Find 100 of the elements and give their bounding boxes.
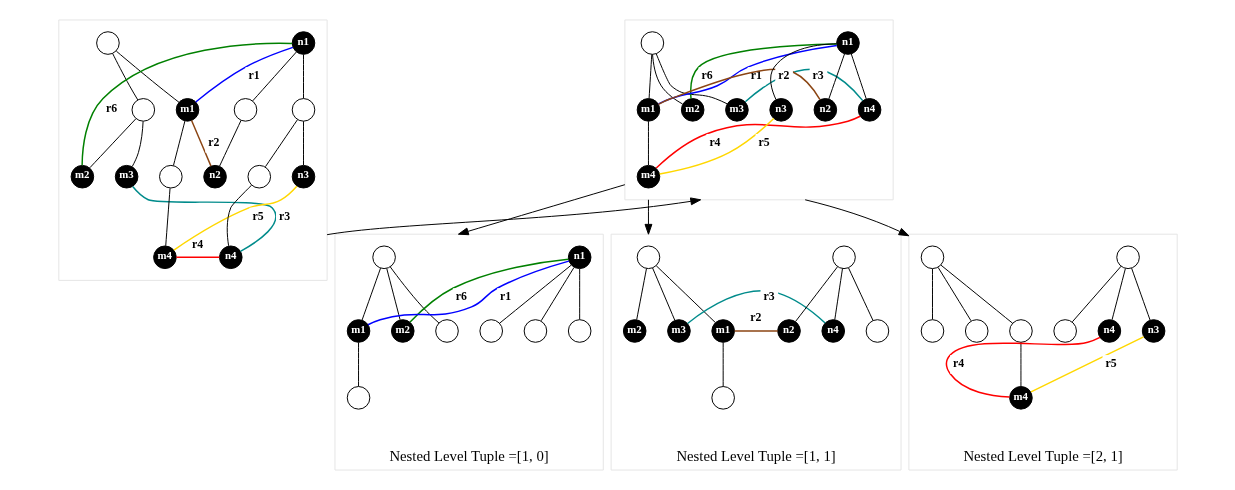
connector [361, 267, 381, 321]
cluster [57, 19, 328, 281]
connector [389, 266, 439, 324]
node-circle: n3 [768, 98, 793, 122]
edge-label: r6 [105, 101, 117, 116]
node-circle [95, 31, 120, 55]
node-circle [920, 245, 944, 270]
connector [357, 341, 359, 387]
arrow [326, 197, 701, 236]
connector [769, 43, 837, 101]
node-circle [1115, 245, 1140, 270]
connector [190, 119, 212, 167]
connector [302, 53, 304, 99]
node-circle: n4 [218, 245, 243, 270]
edge-label: r1 [247, 68, 260, 83]
node-circle [131, 98, 155, 122]
connector [651, 267, 675, 321]
node-circle: m4 [636, 164, 660, 189]
arrow [644, 199, 652, 235]
node-circle [1052, 319, 1077, 343]
connector [226, 184, 252, 247]
node-circle [523, 319, 547, 343]
connector [80, 42, 293, 166]
connector [833, 268, 843, 321]
cluster [623, 19, 894, 201]
connector [655, 115, 861, 169]
edge-label: r5 [758, 134, 770, 149]
node-circle: m2 [70, 164, 94, 189]
node-circle: m1 [710, 319, 735, 343]
edge-label: r5 [1104, 355, 1117, 370]
edge-label: r2 [749, 310, 761, 325]
node-circle: m1 [636, 98, 660, 122]
node-circle [434, 319, 459, 343]
node-circle: m4 [1008, 386, 1033, 410]
node-circle: n4 [1097, 319, 1121, 343]
edge-label: r4 [708, 134, 721, 149]
node-circle [920, 319, 944, 343]
edge-label: r4 [952, 355, 964, 370]
node-circle: n1 [835, 31, 860, 55]
connector [172, 120, 185, 166]
node-circle [865, 319, 889, 343]
connector [164, 187, 171, 247]
connector [194, 46, 294, 103]
node-circle [710, 386, 735, 410]
connector [657, 44, 838, 105]
node-circle: m3 [724, 98, 749, 122]
connector [1111, 268, 1126, 321]
edge-label: r2 [207, 134, 219, 149]
node-circle: n1 [567, 245, 591, 270]
connector [647, 120, 649, 166]
connector [264, 119, 298, 168]
connector [175, 256, 220, 258]
connector [1130, 267, 1151, 321]
node-circle: m2 [390, 319, 415, 343]
connector [635, 268, 647, 321]
connector [218, 119, 241, 167]
node-circle: m4 [152, 245, 177, 270]
edge-label: r2 [777, 68, 789, 83]
node-circle: n2 [202, 164, 227, 189]
connector [302, 120, 304, 166]
connector [655, 53, 727, 105]
node-circle: n2 [776, 319, 801, 343]
edge-label: r3 [278, 208, 290, 223]
connector [733, 330, 778, 332]
node-circle [567, 319, 591, 343]
edge-label: r6 [701, 68, 713, 83]
edge-label: r3 [762, 289, 775, 304]
connector [937, 266, 971, 322]
edge-label: r1 [750, 68, 762, 83]
edge-label: r6 [455, 289, 467, 304]
connector [689, 43, 837, 100]
node-circle: m3 [666, 319, 691, 343]
edge-label: r1 [499, 289, 511, 304]
node-circle [636, 245, 660, 270]
connector [931, 268, 933, 320]
node-circle [346, 386, 370, 410]
connector [385, 268, 401, 321]
node-circle [291, 98, 315, 122]
connector [540, 266, 575, 322]
connector [251, 51, 297, 102]
connector [940, 264, 1013, 324]
node-circle: n1 [291, 31, 315, 55]
connector [115, 50, 179, 103]
connector [131, 120, 144, 168]
edge-label: r4 [191, 236, 203, 251]
connector [1071, 265, 1122, 323]
connector [651, 53, 683, 105]
connector [847, 267, 873, 321]
connector [850, 53, 867, 100]
connector [366, 260, 570, 326]
node-circle [831, 245, 856, 270]
node-circle: n3 [291, 164, 315, 189]
edge-label: r5 [251, 208, 264, 223]
node-circle [247, 164, 271, 189]
node-circle: m1 [346, 319, 370, 343]
node-circle [964, 319, 988, 343]
node-circle [158, 164, 183, 189]
connector [1019, 341, 1021, 387]
connector [648, 53, 652, 99]
node-circle: n2 [813, 98, 837, 122]
